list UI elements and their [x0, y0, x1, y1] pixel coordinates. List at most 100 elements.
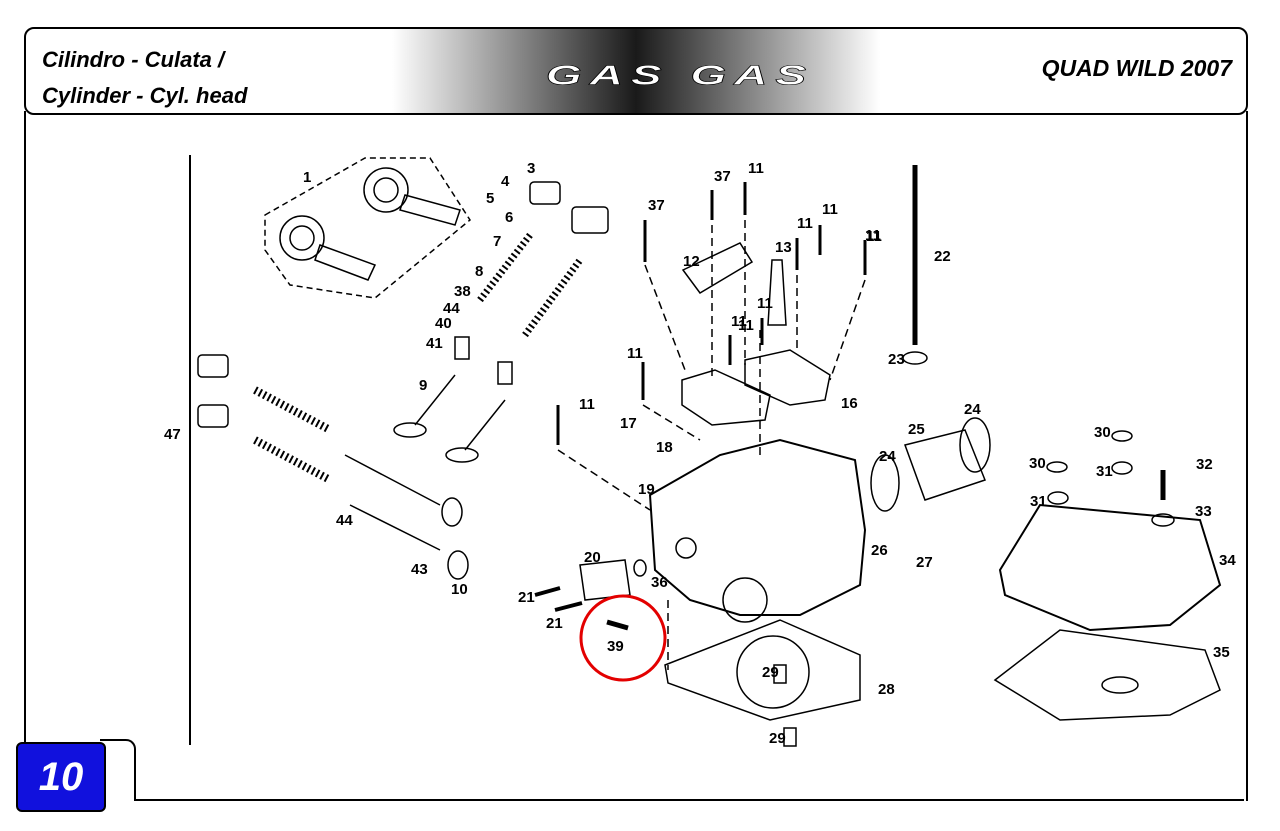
part-label: 21 [546, 615, 563, 632]
valve-head-10b [447, 550, 469, 580]
camshaft-upper [399, 194, 461, 226]
gasket-28 [664, 619, 861, 721]
model-name: QUAD WILD 2007 [1041, 55, 1232, 81]
bolt-30a [1046, 461, 1068, 473]
grommet-33 [1151, 513, 1175, 527]
part-label: 11 [797, 215, 813, 232]
part-label: 33 [1195, 503, 1212, 520]
part-label: 22 [934, 248, 951, 265]
part-label: 37 [714, 168, 731, 185]
part-label: 6 [505, 209, 513, 226]
valve-cover-34 [998, 503, 1222, 632]
part-label: 31 [1096, 463, 1113, 480]
part-label: 17 [620, 415, 637, 432]
part-label: 13 [775, 239, 792, 256]
part-label: 11 [579, 396, 595, 413]
page-corner [100, 739, 136, 801]
part-label: 18 [656, 439, 673, 456]
part-label: 11 [757, 295, 773, 312]
spring-right [522, 257, 583, 338]
cam-cap-right [744, 349, 831, 406]
part-label: 11 [865, 227, 881, 244]
part-label: 12 [683, 253, 700, 270]
part-label: 30 [1029, 455, 1046, 472]
diagram-frame [24, 111, 1248, 801]
part-label: 44 [336, 512, 353, 529]
oring-36 [633, 559, 647, 577]
sensor-39 [606, 619, 629, 631]
part-label: 38 [454, 283, 471, 300]
screws-21 [534, 586, 583, 612]
spring-7 [477, 232, 533, 303]
spring-left-b [253, 436, 332, 484]
part-label: 30 [1094, 424, 1111, 441]
spring-left-a [253, 386, 332, 434]
part-label: 29 [762, 664, 779, 681]
manifold-25 [904, 429, 986, 501]
brand-logo: GAS GAS [545, 59, 815, 91]
clamp-24-front [870, 454, 900, 512]
part-label: 11 [731, 313, 747, 330]
gasket-ring [1101, 676, 1139, 694]
title-spanish: Cilindro - Culata / [42, 47, 225, 72]
part-label: 11 [738, 317, 754, 334]
part-label: 35 [1213, 644, 1230, 661]
camshaft-lower [314, 244, 377, 281]
part-label: 11 [627, 345, 643, 362]
part-label: 34 [1219, 552, 1236, 569]
valve-head-b [445, 447, 479, 463]
housing-20 [579, 559, 631, 601]
assembly-guides [557, 220, 866, 670]
page-bottom-border [134, 799, 1244, 801]
cylinder-head [648, 438, 867, 616]
part-drawings [189, 155, 1222, 747]
valve-head-a [393, 422, 427, 438]
valve-head-10a [441, 497, 463, 527]
part-label: 27 [916, 554, 933, 571]
bucket-right [571, 206, 609, 234]
spark-plug-13 [767, 259, 787, 326]
part-label: 9 [419, 377, 427, 394]
part-label: 47 [164, 426, 181, 443]
cam-cap-left [681, 369, 771, 426]
part-label: 44 [443, 300, 460, 317]
part-label: 1 [303, 169, 311, 186]
part-label: 21 [518, 589, 535, 606]
cam-sprocket-lower [279, 215, 325, 261]
part-label: 11 [866, 228, 882, 245]
part-label: 28 [878, 681, 895, 698]
valves-left [344, 454, 441, 551]
guide-right [497, 361, 513, 385]
water-port [675, 537, 697, 559]
part-label: 31 [1030, 493, 1047, 510]
gasket-bore [736, 635, 810, 709]
part-labels: 1345678384440419474443103737111111111112… [164, 160, 1236, 747]
valves-9 [414, 374, 506, 451]
washer-31b [1111, 461, 1133, 475]
title-english: Cylinder - Cyl. head [42, 83, 248, 108]
part-label: 41 [426, 335, 443, 352]
part-label: 4 [501, 173, 510, 190]
cover-gasket-35 [993, 629, 1221, 721]
part-label: 24 [879, 448, 896, 465]
dowel-29a [773, 664, 787, 684]
part-label: 8 [475, 263, 483, 280]
bolt-30b [1111, 430, 1133, 442]
washer-31a [1047, 491, 1069, 505]
guide-41 [454, 336, 470, 360]
part-label: 36 [651, 574, 668, 591]
part-label: 23 [888, 351, 905, 368]
part-label: 16 [841, 395, 858, 412]
part-label: 5 [486, 190, 494, 207]
part-label: 40 [435, 315, 452, 332]
bucket-left-a [197, 354, 229, 378]
part-label: 32 [1196, 456, 1213, 473]
part-label: 19 [638, 481, 655, 498]
header-banner [24, 27, 1248, 115]
camshaft-group-outline [264, 157, 471, 299]
cover-plate-12 [681, 242, 754, 294]
washer-23 [902, 351, 928, 365]
part-label: 11 [748, 160, 764, 177]
part-label: 26 [871, 542, 888, 559]
